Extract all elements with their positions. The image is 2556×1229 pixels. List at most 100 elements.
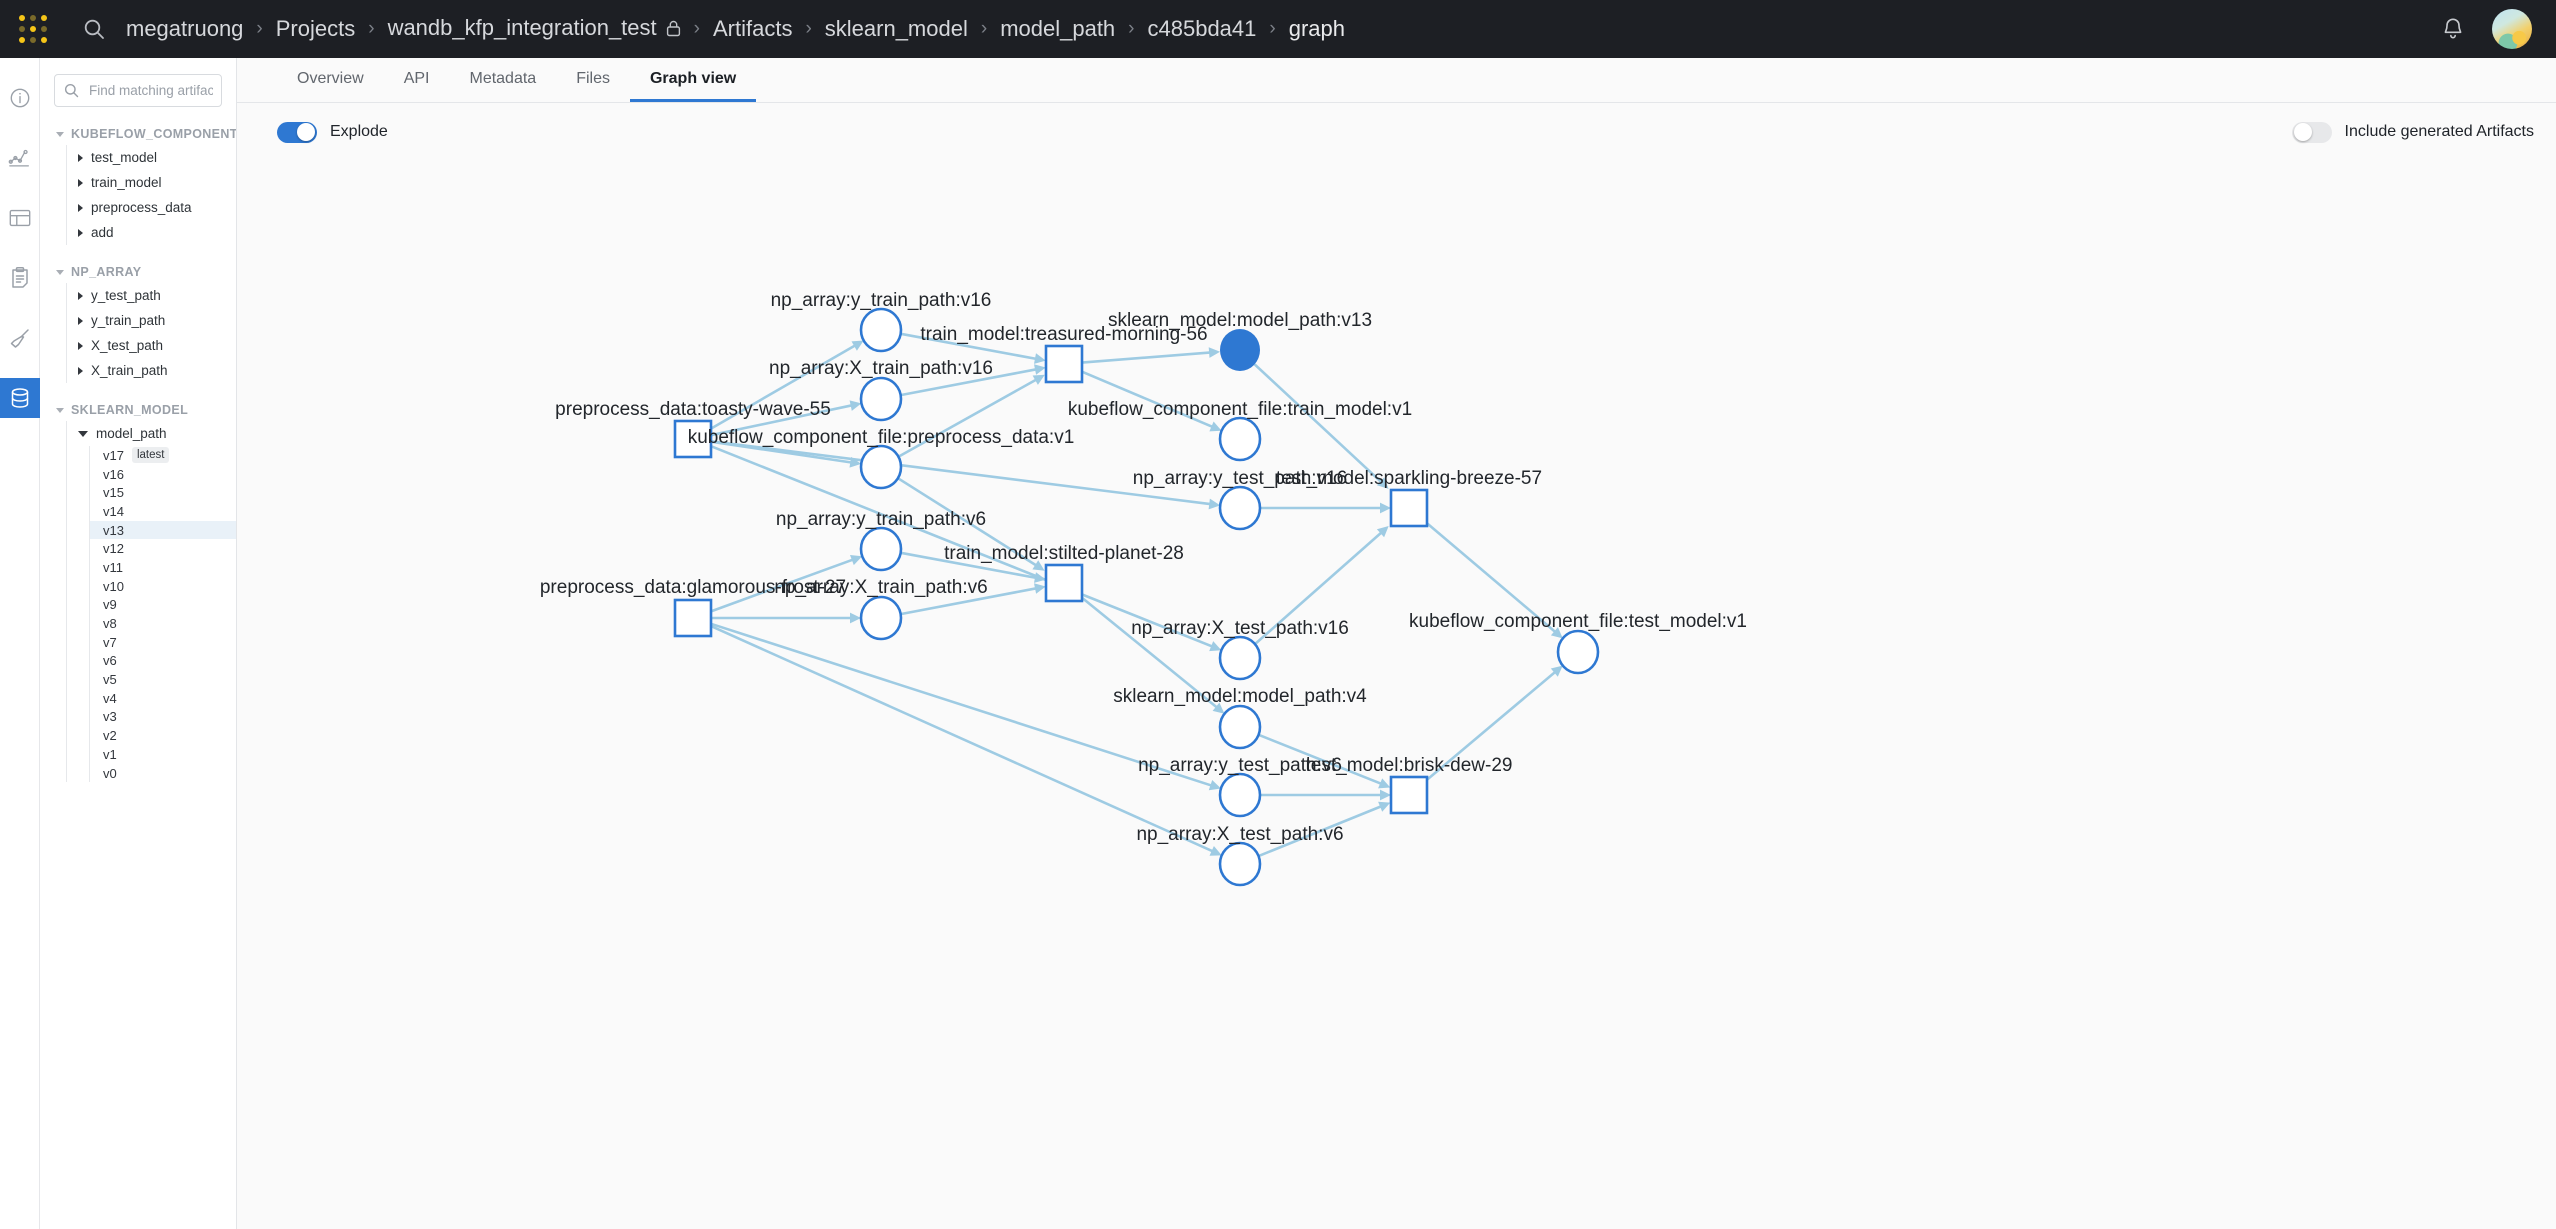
breadcrumb-item-projects[interactable]: Projects: [275, 16, 356, 41]
artifact-item-model_path[interactable]: model_path: [67, 421, 236, 446]
search-input[interactable]: [87, 82, 215, 99]
breadcrumb-item-c485bda41[interactable]: c485bda41: [1147, 16, 1257, 41]
tab-metadata[interactable]: Metadata: [469, 70, 537, 87]
run-node-shape[interactable]: [1389, 488, 1429, 528]
version-item-v13[interactable]: v13: [90, 520, 236, 540]
artifact-node-shape[interactable]: [859, 376, 903, 422]
run-node-shape[interactable]: [673, 598, 713, 638]
app-launcher-button[interactable]: [0, 15, 66, 43]
graph-node-n14[interactable]: np_array:X_test_path:v16: [1131, 618, 1349, 681]
breadcrumb-separator: ›: [805, 18, 812, 39]
graph-node-n8[interactable]: np_array:y_test_path:v16: [1133, 468, 1347, 531]
artifact-node-shape[interactable]: [1218, 772, 1262, 818]
sidebar-item-sweeps[interactable]: [0, 318, 40, 358]
run-node-shape[interactable]: [673, 419, 713, 459]
version-item-v4[interactable]: v4: [90, 689, 236, 708]
search-artifacts-box[interactable]: [54, 74, 222, 107]
version-item-v0[interactable]: v0: [90, 764, 236, 783]
artifact-node-shape[interactable]: [859, 307, 903, 353]
breadcrumb-item-artifacts[interactable]: Artifacts: [712, 16, 793, 41]
graph-edge-arrow: [1034, 353, 1046, 364]
include-generated-artifacts-toggle[interactable]: [2291, 121, 2332, 143]
graph-node-n17[interactable]: np_array:y_test_path:v6: [1138, 755, 1342, 818]
run-node-shape[interactable]: [1044, 563, 1084, 603]
breadcrumb-item-sklearn-model[interactable]: sklearn_model: [824, 16, 968, 41]
breadcrumb-item-model-path[interactable]: model_path: [1000, 16, 1116, 41]
artifact-node-shape[interactable]: [1218, 635, 1262, 681]
sidebar-item-reports[interactable]: [0, 258, 40, 298]
graph-node-n4[interactable]: np_array:X_train_path:v16: [769, 358, 993, 422]
artifact-node-shape[interactable]: [859, 595, 903, 641]
explode-toggle[interactable]: [277, 121, 317, 143]
tab-graph-view[interactable]: Graph view: [629, 70, 757, 102]
tab-api[interactable]: API: [403, 70, 430, 87]
graph-node-n11[interactable]: train_model:stilted-planet-28: [944, 543, 1184, 603]
sidebar-item-info[interactable]: [0, 78, 40, 118]
version-item-v1[interactable]: v1: [90, 745, 236, 764]
artifact-item-X_test_path[interactable]: X_test_path: [67, 333, 236, 358]
run-node-shape[interactable]: [1389, 775, 1429, 815]
graph-node-n5[interactable]: preprocess_data:toasty-wave-55: [555, 399, 831, 459]
graph-node-n9[interactable]: test_model:sparkling-breeze-57: [1276, 468, 1542, 528]
version-item-v14[interactable]: v14: [90, 502, 236, 521]
sidebar-item-charts[interactable]: [0, 138, 40, 178]
graph-node-n16[interactable]: sklearn_model:model_path:v4: [1113, 686, 1367, 750]
artifact-group-header[interactable]: KUBEFLOW_COMPONENT...: [40, 123, 236, 145]
version-item-v2[interactable]: v2: [90, 726, 236, 745]
artifact-group-header[interactable]: NP_ARRAY: [40, 261, 236, 283]
global-search-button[interactable]: [66, 18, 122, 40]
breadcrumb-item-graph[interactable]: graph: [1288, 16, 1345, 41]
artifact-node-shape[interactable]: [1218, 485, 1262, 531]
version-item-v12[interactable]: v12: [90, 539, 236, 558]
artifact-node-shape[interactable]: [1218, 841, 1262, 887]
graph-node-n18[interactable]: test_model:brisk-dew-29: [1306, 755, 1513, 815]
artifact-item-preprocess_data[interactable]: preprocess_data: [67, 195, 236, 220]
artifact-node-shape[interactable]: [1556, 629, 1600, 675]
bell-icon[interactable]: [2440, 16, 2466, 42]
graph-node-n6[interactable]: kubeflow_component_file:preprocess_data:…: [688, 427, 1075, 490]
artifact-item-train_model[interactable]: train_model: [67, 170, 236, 195]
version-item-v5[interactable]: v5: [90, 670, 236, 689]
artifact-item-y_train_path[interactable]: y_train_path: [67, 308, 236, 333]
artifact-item-X_train_path[interactable]: X_train_path: [67, 358, 236, 383]
avatar[interactable]: [2492, 9, 2532, 49]
artifact-node-shape[interactable]: [1220, 329, 1260, 371]
artifact-node-shape[interactable]: [859, 444, 903, 490]
breadcrumb-item-wandb-kfp-integration-test[interactable]: wandb_kfp_integration_test: [384, 15, 685, 43]
version-item-v9[interactable]: v9: [90, 596, 236, 615]
graph-node-n2[interactable]: train_model:treasured-morning-56: [920, 324, 1208, 384]
version-item-v8[interactable]: v8: [90, 614, 236, 633]
graph-node-n19[interactable]: np_array:X_test_path:v6: [1136, 824, 1344, 887]
version-item-v10[interactable]: v10: [90, 577, 236, 596]
tab-files[interactable]: Files: [576, 70, 610, 87]
graph-node-n12[interactable]: preprocess_data:glamorous-frost-27: [540, 577, 846, 638]
graph-node-n15[interactable]: kubeflow_component_file:test_model:v1: [1409, 611, 1747, 675]
sidebar-item-artifacts[interactable]: [0, 378, 40, 418]
version-item-v11[interactable]: v11: [90, 558, 236, 577]
version-item-v7[interactable]: v7: [90, 633, 236, 652]
version-item-v6[interactable]: v6: [90, 652, 236, 671]
graph-node-n10[interactable]: np_array:y_train_path:v6: [776, 509, 986, 572]
artifact-group-header[interactable]: SKLEARN_MODEL: [40, 399, 236, 421]
breadcrumb-item-megatruong[interactable]: megatruong: [126, 16, 244, 41]
artifact-item-y_test_path[interactable]: y_test_path: [67, 283, 236, 308]
graph-edge-arrow: [1209, 846, 1222, 856]
graph-node-n3[interactable]: sklearn_model:model_path:v13: [1108, 310, 1372, 371]
graph-node-n7[interactable]: kubeflow_component_file:train_model:v1: [1068, 399, 1412, 462]
tab-overview[interactable]: Overview: [297, 70, 364, 87]
graph-node-n13[interactable]: np_array:X_train_path:v6: [774, 577, 988, 641]
artifact-node-shape[interactable]: [1218, 704, 1262, 750]
artifact-item-add[interactable]: add: [67, 220, 236, 245]
version-item-v3[interactable]: v3: [90, 708, 236, 727]
artifact-node-shape[interactable]: [859, 526, 903, 572]
graph-node-n1[interactable]: np_array:y_train_path:v16: [771, 290, 992, 353]
run-node-shape[interactable]: [1044, 344, 1084, 384]
version-item-v15[interactable]: v15: [90, 483, 236, 502]
artifact-node-shape[interactable]: [1218, 416, 1262, 462]
sidebar-item-tables[interactable]: [0, 198, 40, 238]
artifact-item-test_model[interactable]: test_model: [67, 145, 236, 170]
version-item-v16[interactable]: v16: [90, 465, 236, 484]
chevron-right-icon: [78, 178, 83, 187]
